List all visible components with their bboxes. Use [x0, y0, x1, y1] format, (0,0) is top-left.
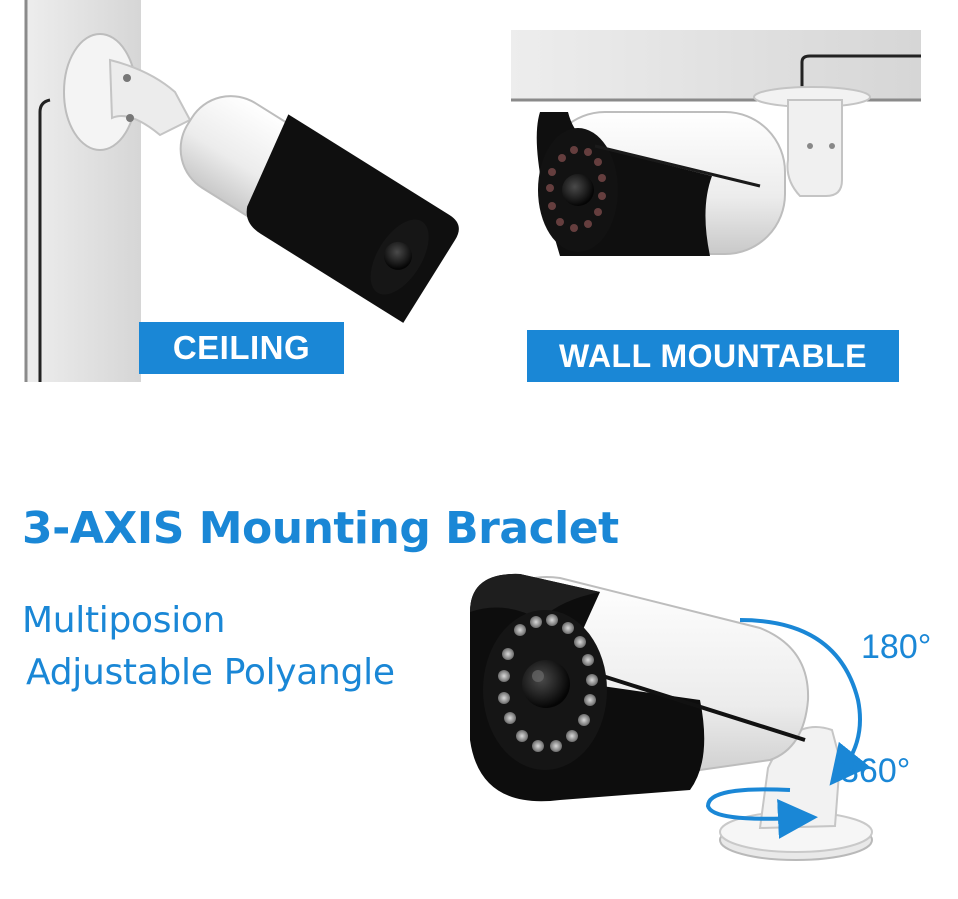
- subtitle-line-2: Adjustable Polyangle: [26, 652, 395, 693]
- tilt-angle-label: 180°: [861, 628, 932, 666]
- wall-camera: [536, 111, 786, 256]
- cable: [800, 54, 921, 100]
- mount-arm: [786, 99, 843, 197]
- wall-mountable-label: WALL MOUNTABLE: [527, 330, 899, 382]
- wall-scene: [511, 30, 921, 256]
- ceiling-label: CEILING: [139, 322, 344, 374]
- pan-angle-label: 360°: [840, 752, 911, 790]
- ceiling-camera: [179, 95, 459, 323]
- headline: 3-AXIS Mounting Braclet: [22, 503, 619, 554]
- adjustable-camera: [470, 573, 873, 861]
- ir-leds: [498, 614, 598, 752]
- tilt-arrow: [739, 618, 871, 786]
- pan-arrow: [705, 787, 818, 839]
- subtitle-line-1: Multiposion: [22, 600, 226, 641]
- ceiling-panel: [511, 30, 921, 100]
- cable: [38, 98, 51, 382]
- lens: [522, 660, 570, 708]
- ceiling-scene: [24, 0, 459, 382]
